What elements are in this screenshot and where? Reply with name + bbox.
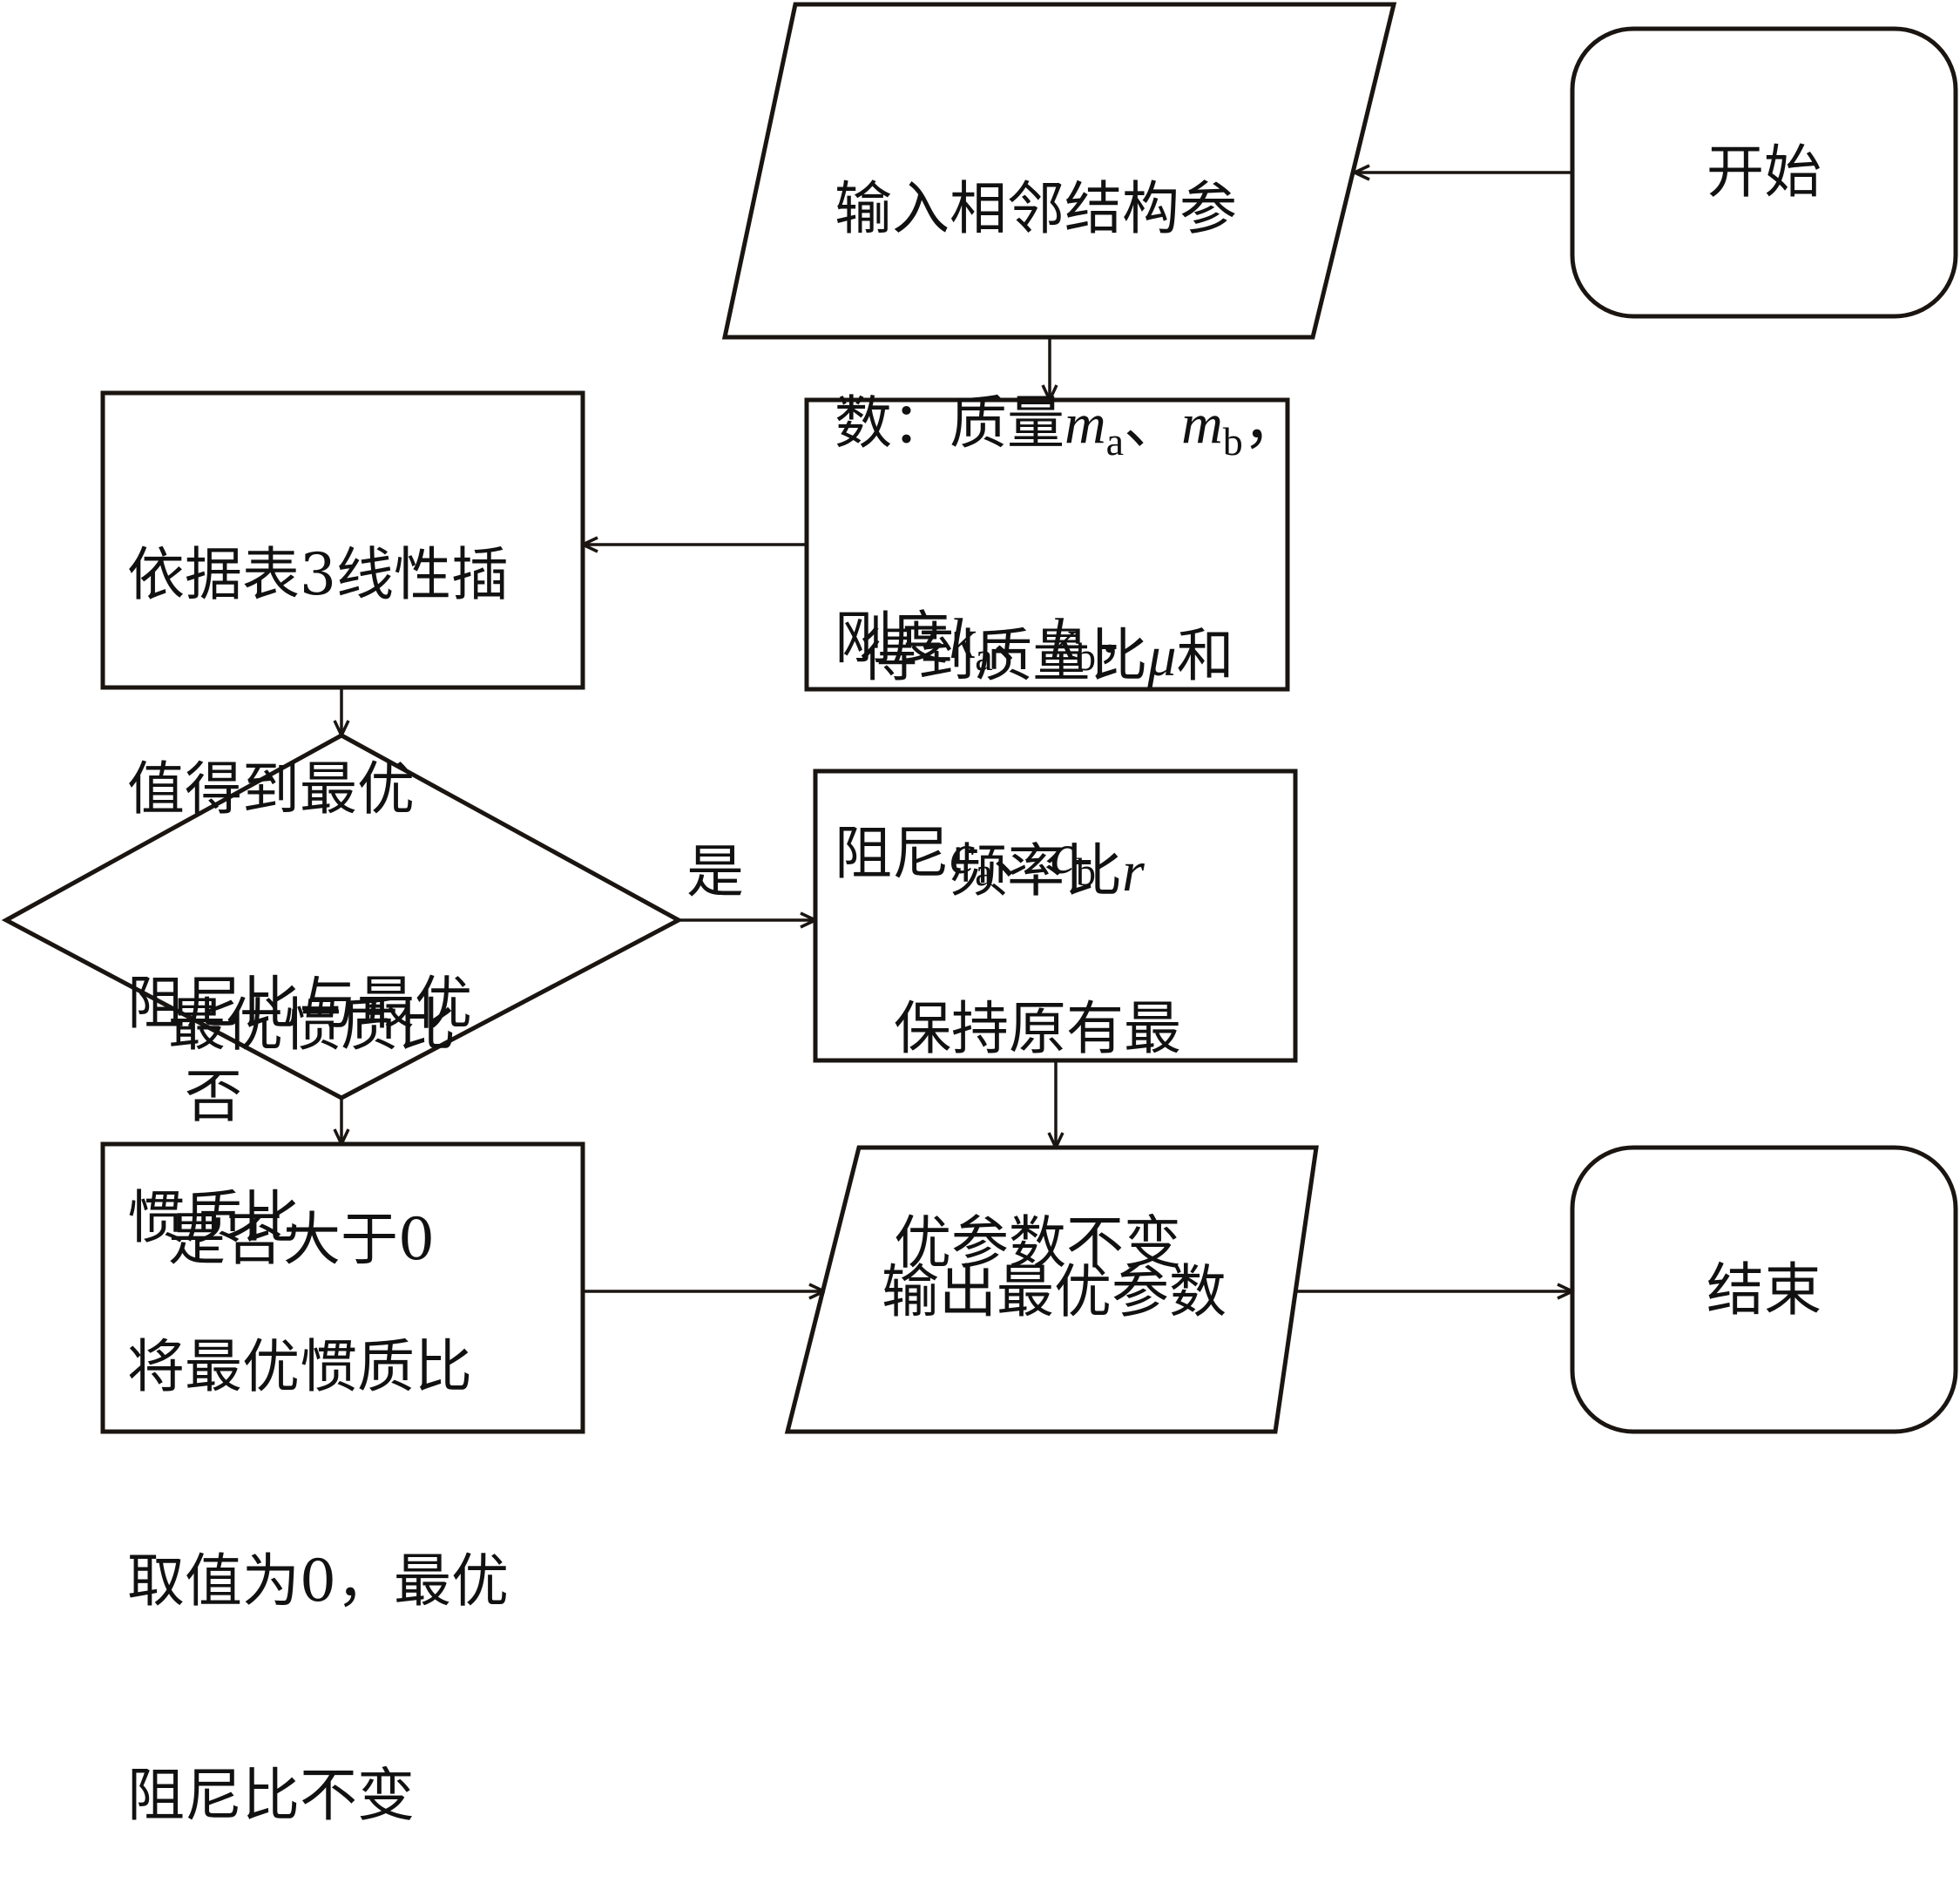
sep: 、 — [992, 820, 1051, 887]
var-m: m — [1064, 392, 1106, 456]
decision-line-2: 是否大于0 — [168, 1206, 435, 1273]
flowchart-canvas — [1, 2, 1958, 1434]
sep: 、 — [992, 605, 1051, 672]
interp-line-4: 惯质比 — [127, 1184, 300, 1251]
ratios-box — [804, 397, 1290, 692]
zero-line-2: 取值为0，最优 — [127, 1547, 509, 1615]
var-mu: μ — [1147, 625, 1177, 688]
input-parallelogram — [721, 2, 1397, 340]
input-label: 输入相邻结构参 数：质量ma、mb， 刚度ka、kb， 阻尼ca、cb — [835, 30, 1301, 962]
input-line-3: 刚度ka、kb， — [835, 603, 1301, 677]
output-parallelogram — [784, 1145, 1319, 1434]
interp-line-3: 阻尼比与最优 — [127, 970, 472, 1037]
var-k: k — [1050, 607, 1077, 671]
var-r: r — [1122, 840, 1145, 904]
comma: ， — [1242, 389, 1301, 457]
input-line-1: 输入相邻结构参 — [835, 175, 1237, 242]
var-k: k — [950, 607, 976, 671]
no-label: 否 — [185, 1063, 242, 1130]
var-c: c — [950, 823, 976, 886]
sub-a: a — [975, 850, 993, 894]
interp-line-1: 依据表3线性插 — [127, 541, 509, 608]
input-stiffness-text: 刚度 — [835, 605, 950, 672]
ratios-and: 和 — [1176, 622, 1234, 689]
sep: 、 — [1124, 389, 1182, 457]
decision-label: 最优惯质比 是否大于0 — [168, 847, 456, 1347]
var-c: c — [1050, 823, 1077, 886]
decision-line-1: 最优惯质比 — [168, 992, 456, 1059]
keep-line-1: 保持原有最 — [894, 995, 1181, 1062]
input-line-2: 数：质量ma、mb， — [835, 388, 1301, 462]
sub-a: a — [975, 634, 993, 679]
var-m: m — [1181, 392, 1223, 456]
zero-label: 将最优惯质比 取值为0，最优 阻尼比不变 — [127, 1189, 509, 1903]
sub-b: b — [1076, 850, 1097, 894]
zero-line-3: 阻尼比不变 — [127, 1762, 415, 1829]
comma: ， — [1096, 605, 1154, 672]
ratios-label: 得到质量比μ和 频率比r — [807, 477, 1288, 979]
input-damping-text: 阻尼 — [835, 820, 950, 887]
zero-line-1: 将最优惯质比 — [127, 1333, 472, 1400]
keep-label: 保持原有最 优参数不变 — [894, 850, 1181, 1351]
input-line-4: 阻尼ca、cb — [835, 818, 1301, 894]
sub-a: a — [1105, 419, 1125, 464]
ratios-text-1: 得到质量比 — [860, 622, 1148, 689]
yes-label: 是 — [686, 838, 744, 905]
keep-box — [813, 769, 1298, 1063]
interp-label: 依据表3线性插 值得到最优 阻尼比与最优 惯质比 — [127, 396, 509, 1325]
ratios-line-1: 得到质量比μ和 — [807, 620, 1288, 693]
start-label: 开始 — [1707, 139, 1821, 206]
sub-b: b — [1222, 419, 1243, 464]
sub-b: b — [1076, 634, 1097, 679]
ratios-line-2: 频率比r — [807, 836, 1288, 908]
ratios-text-2: 频率比 — [950, 837, 1123, 904]
input-mass-text: 数：质量 — [835, 389, 1064, 457]
keep-line-2: 优参数不变 — [894, 1209, 1181, 1277]
output-label: 输出最优参数 — [882, 1258, 1227, 1325]
interp-line-2: 值得到最优 — [127, 755, 415, 823]
end-label: 结束 — [1707, 1256, 1821, 1324]
